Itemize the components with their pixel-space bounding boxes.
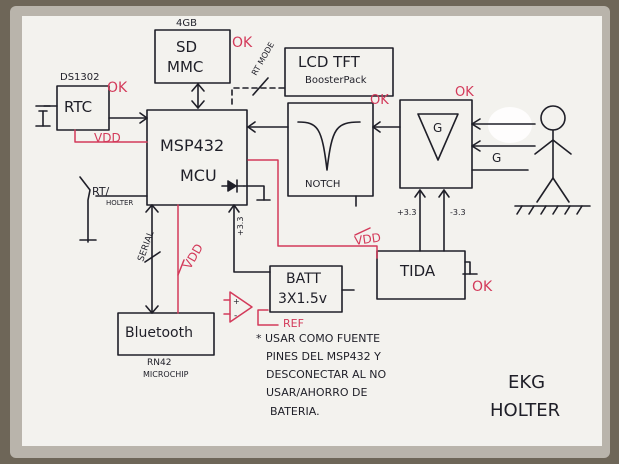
ok-tida: OK xyxy=(472,279,493,295)
mcu-name-label: MSP432 xyxy=(160,136,225,155)
battery-label: BATT xyxy=(286,271,321,287)
electrode-arrow-1 xyxy=(471,118,481,130)
bluetooth-block xyxy=(117,312,215,356)
note-line-5: BATERIA. xyxy=(270,405,320,418)
sd-arrow-up xyxy=(191,83,205,92)
g-output-label: G xyxy=(492,151,502,165)
rt-holter-label: RT/ xyxy=(92,185,110,198)
rtc-label: RTC xyxy=(64,98,93,116)
note-line-1: * USAR COMO FUENTE xyxy=(256,332,381,345)
lcd-link xyxy=(231,87,286,105)
notch-curve xyxy=(297,121,361,171)
gain-label: G xyxy=(433,121,443,135)
bluetooth-label: Bluetooth xyxy=(125,325,193,341)
patient-legs xyxy=(536,177,570,203)
note-line-3: DESCONECTAR AL NO xyxy=(266,368,387,381)
ref-link xyxy=(257,309,279,326)
mmc-label: MMC xyxy=(167,58,204,76)
sd-capacity-label: 4GB xyxy=(176,18,197,29)
gain-notch-arrow xyxy=(372,121,381,133)
sd-arrow-down xyxy=(191,100,205,109)
boosterpack-label: BoosterPack xyxy=(305,75,367,86)
ok-gain: OK xyxy=(455,85,474,100)
tida-block xyxy=(376,250,466,300)
sd-label: SD xyxy=(176,38,198,56)
title-ekg: EKG xyxy=(508,372,546,393)
minus33-tida-label: -3.3 xyxy=(450,208,466,217)
holter-small-label: HOLTER xyxy=(106,199,134,207)
vdd-rtc-label: VDD xyxy=(94,131,121,145)
mcu-label: MCU xyxy=(180,166,217,185)
batt-mcu-link xyxy=(233,204,271,273)
notch-block xyxy=(287,102,374,197)
opamp-minus: - xyxy=(234,311,237,321)
lcd-block xyxy=(284,47,394,97)
gain-triangle xyxy=(417,113,459,161)
tida-vdd-link xyxy=(247,159,378,259)
vdd-tida-label: VDD xyxy=(353,230,381,248)
glare xyxy=(488,107,532,143)
rtc-vdd-link xyxy=(74,129,148,143)
note-line-4: USAR/AHORRO DE xyxy=(266,386,368,399)
gain-block xyxy=(399,99,473,189)
title-holter: HOLTER xyxy=(490,400,561,421)
notch-mcu-arrow xyxy=(247,121,256,133)
tida-label: TIDA xyxy=(400,262,436,280)
patient-arms xyxy=(534,139,572,155)
lcd-label: LCD TFT xyxy=(298,53,360,71)
rn42-label: RN42 xyxy=(147,358,172,368)
ref-opamp xyxy=(229,291,253,323)
ok-notch: OK xyxy=(370,93,389,108)
battery-cells-label: 3X1.5v xyxy=(278,291,328,307)
mcu-block xyxy=(146,109,248,206)
ds1302-label: DS1302 xyxy=(60,72,100,83)
board-surface xyxy=(22,16,602,446)
ok-sd: OK xyxy=(232,35,253,51)
note-line-2: PINES DEL MSP432 Y xyxy=(266,350,381,363)
rt-mode-switch xyxy=(252,77,269,96)
notch-label: NOTCH xyxy=(305,179,341,190)
ok-rtc: OK xyxy=(107,80,128,96)
rtc-mcu-arrow xyxy=(139,112,148,124)
rtc-block xyxy=(56,85,110,131)
electrode-arrow-2 xyxy=(471,140,481,152)
rt-holter-switch xyxy=(79,176,91,243)
ref-label: REF xyxy=(283,317,304,330)
battery-block xyxy=(269,265,343,313)
opamp-plus: + xyxy=(233,297,240,306)
plus33-tida-label: +3.3 xyxy=(397,208,416,217)
plus33-mcu-label: +3.3 xyxy=(236,217,245,236)
sd-card-block xyxy=(154,29,231,84)
microchip-label: MICROCHIP xyxy=(143,370,189,379)
